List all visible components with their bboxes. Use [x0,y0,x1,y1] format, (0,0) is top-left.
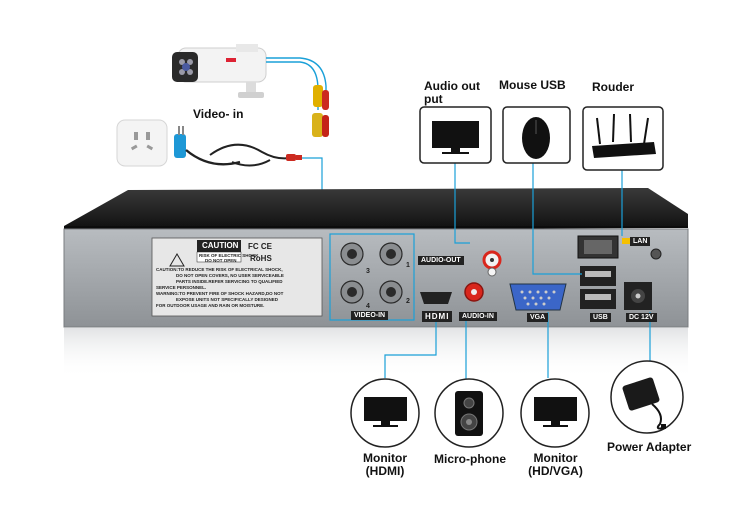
monitor-vga-label: Monitor (HD/VGA) [528,451,583,478]
router-label: Rouder [592,80,634,94]
hdmi-port-label: HDMI [422,311,453,322]
power-adapter-label: Power Adapter [607,440,692,454]
dc-power-port [624,282,652,310]
bnc-number-3: 3 [366,268,370,275]
microphone-label: Micro-phone [434,452,506,466]
video-in-port-label: VIDEO-IN [351,311,389,320]
bnc-number-4: 4 [366,303,370,310]
audio-out-label: Audio out put [424,79,480,106]
caution-label [151,237,323,317]
vga-port-label: VGA [527,313,549,322]
warning-line: PARTS INSIDE.REFER SERVICING TO QUALIFIE… [176,279,283,284]
lan-port-label: LAN [630,237,651,246]
power-adapter-circle [610,360,684,434]
usb-port-label: USB [590,313,611,322]
monitor-hdmi-circle [350,378,420,448]
warning-line: WARNING:TO PREVENT FIRE OF SHOCK HAZARD,… [156,291,284,296]
camera-icon [172,44,267,98]
dc-port-label: DC 12V [626,313,657,322]
audio-out-device-box [419,106,492,164]
warning-line: SERVICE PERSONNEL. [156,285,207,290]
audio-in-port-label: AUDIO-IN [459,312,497,321]
warning-line: EXPOSE UNITS NOT SPECIFICALLY DESIGNED [176,297,279,302]
video-in-label: Video- in [193,107,244,121]
mouse-usb-label: Mouse USB [499,78,566,92]
warning-text: CAUTION:TO REDUCE THE RISK OF ELECTRICAL… [156,267,320,309]
router-device-box [582,106,664,171]
usb-ports [580,266,616,309]
vga-port [509,283,567,311]
power-plug-icon [174,126,302,167]
caution-sub-1: RISK OF ELECTRIC SHOCK [199,253,259,258]
mouse-device-box [502,106,571,164]
monitor-hdmi-label: Monitor (HDMI) [363,451,407,478]
lan-port [577,235,662,260]
warning-line: FOR OUTDOOR USAGE AND RAIN OR MOISTURE. [156,303,265,308]
warning-line: DO NOT OPEN COVERS, NO USER SERVICEABLE [176,273,284,278]
audio-out-port-label: AUDIO-OUT [418,256,464,265]
bnc-number-1: 1 [406,262,410,269]
microphone-circle [434,378,504,448]
rohs-mark: RoHS [250,254,272,263]
caution-title: CAUTION [199,241,242,250]
monitor-vga-circle [520,378,590,448]
caution-sub-2: DO NOT OPEN [205,258,237,263]
power-socket-icon [116,119,168,167]
audio-out-rca [482,250,502,277]
bnc-number-2: 2 [406,298,410,305]
audio-in-rca [464,282,484,302]
video-in-bnc-group [329,233,415,321]
fc-ce-mark: FC CE [248,242,272,251]
warning-line: CAUTION:TO REDUCE THE RISK OF ELECTRICAL… [156,267,283,272]
hdmi-port [420,292,452,304]
